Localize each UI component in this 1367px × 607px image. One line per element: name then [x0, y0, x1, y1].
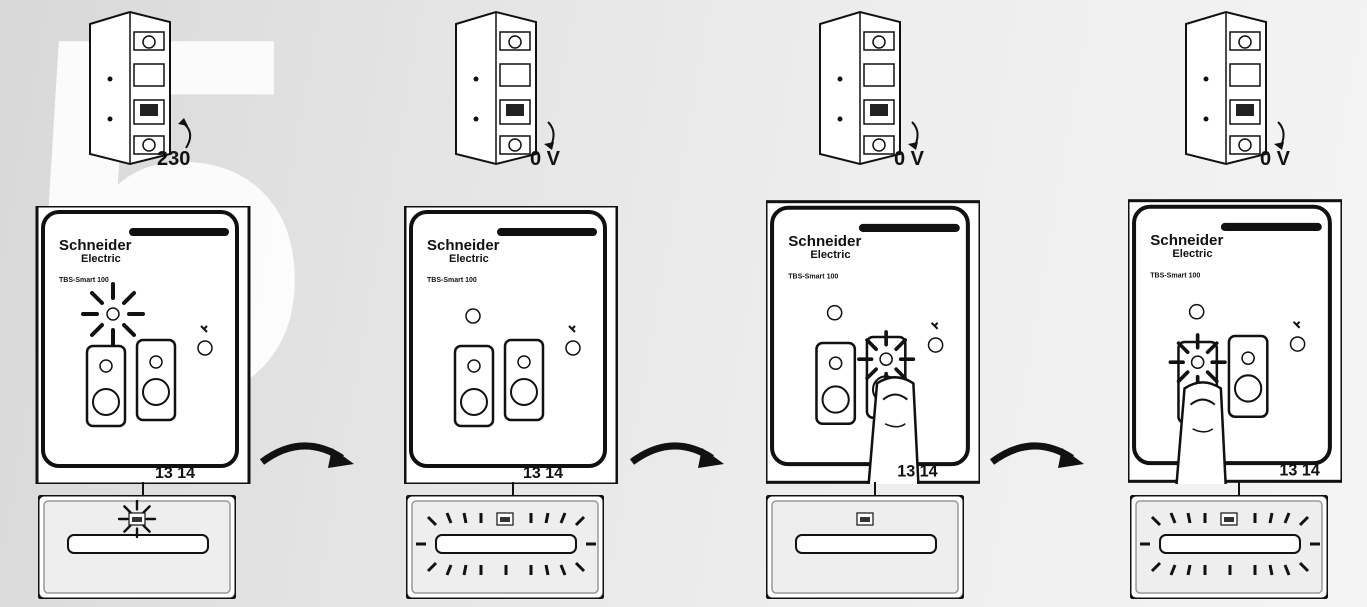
terminals-label: 13 14	[1279, 461, 1319, 479]
led-icon	[106, 307, 120, 321]
tube-blink-marks	[416, 512, 596, 576]
emergency-luminaire	[406, 495, 604, 599]
voltage-label: 0 V	[530, 148, 561, 170]
step-4: 0 V Schneider Electric TBS-Smart 100 13 …	[1096, 0, 1367, 607]
panel-drawing: Schneider Electric TBS-Smart 100 13 14	[403, 204, 619, 486]
brand-text: Schneider	[1150, 232, 1223, 249]
panel-drawing: Schneider Electric TBS-Smart 100 13 14	[35, 204, 251, 486]
tube-blink-marks	[1140, 512, 1320, 576]
circuit-breaker-icon	[819, 11, 919, 165]
panel-drawing: Schneider Electric TBS-Smart 100 13 14	[1126, 199, 1344, 511]
model-text: TBS-Smart 100	[1150, 272, 1200, 279]
connector-line	[874, 482, 876, 498]
circuit-breaker-icon	[89, 11, 192, 165]
model-text: TBS-Smart 100	[427, 277, 477, 284]
terminals-label: 13 14	[897, 462, 937, 480]
brand-subtext: Electric	[81, 253, 121, 265]
terminals-label: 13 14	[155, 465, 195, 482]
curved-arrow-icon	[259, 442, 354, 468]
brand-text: Schneider	[59, 237, 132, 254]
step-1: 230 Schneider Electric TBS-Smart 100 13 …	[0, 0, 354, 607]
model-text: TBS-Smart 100	[788, 273, 838, 280]
circuit-breaker-icon	[1185, 11, 1285, 165]
terminals-label: 13 14	[523, 465, 563, 482]
panel-drawing: Schneider Electric TBS-Smart 100 13 14	[764, 200, 982, 506]
voltage-label: 0 V	[894, 148, 925, 170]
emergency-luminaire	[1130, 495, 1328, 599]
brand-text: Schneider	[788, 233, 861, 250]
control-panel: Schneider Electric TBS-Smart 100 13 14	[32, 204, 254, 486]
brand-text: Schneider	[427, 237, 500, 254]
control-panel: Schneider Electric TBS-Smart 100 13 14	[764, 200, 982, 506]
curved-arrow-icon	[989, 442, 1084, 468]
brand-subtext: Electric	[810, 249, 850, 261]
brand-subtext: Electric	[449, 253, 489, 265]
emergency-luminaire	[766, 495, 964, 599]
led-icon	[465, 308, 481, 324]
emergency-luminaire	[38, 495, 236, 599]
voltage-label: 0 V	[1260, 148, 1291, 170]
step-3: 0 V Schneider Electric TBS-Smart 100 13 …	[730, 0, 1084, 607]
connector-line	[1238, 482, 1240, 498]
led-icon	[826, 304, 843, 321]
step-2: 0 V Schneider Electric TBS-Smart 100 13 …	[366, 0, 724, 607]
led-icon	[1188, 303, 1205, 320]
curved-arrow-icon	[629, 442, 724, 468]
voltage-label: 230	[157, 148, 191, 170]
brand-subtext: Electric	[1172, 248, 1212, 260]
connector-line	[512, 482, 514, 498]
connector-line	[142, 482, 144, 498]
circuit-breaker-icon	[455, 11, 555, 165]
model-text: TBS-Smart 100	[59, 277, 109, 284]
control-panel: Schneider Electric TBS-Smart 100 13 14	[1126, 198, 1344, 511]
control-panel: Schneider Electric TBS-Smart 100 13 14	[403, 204, 619, 486]
